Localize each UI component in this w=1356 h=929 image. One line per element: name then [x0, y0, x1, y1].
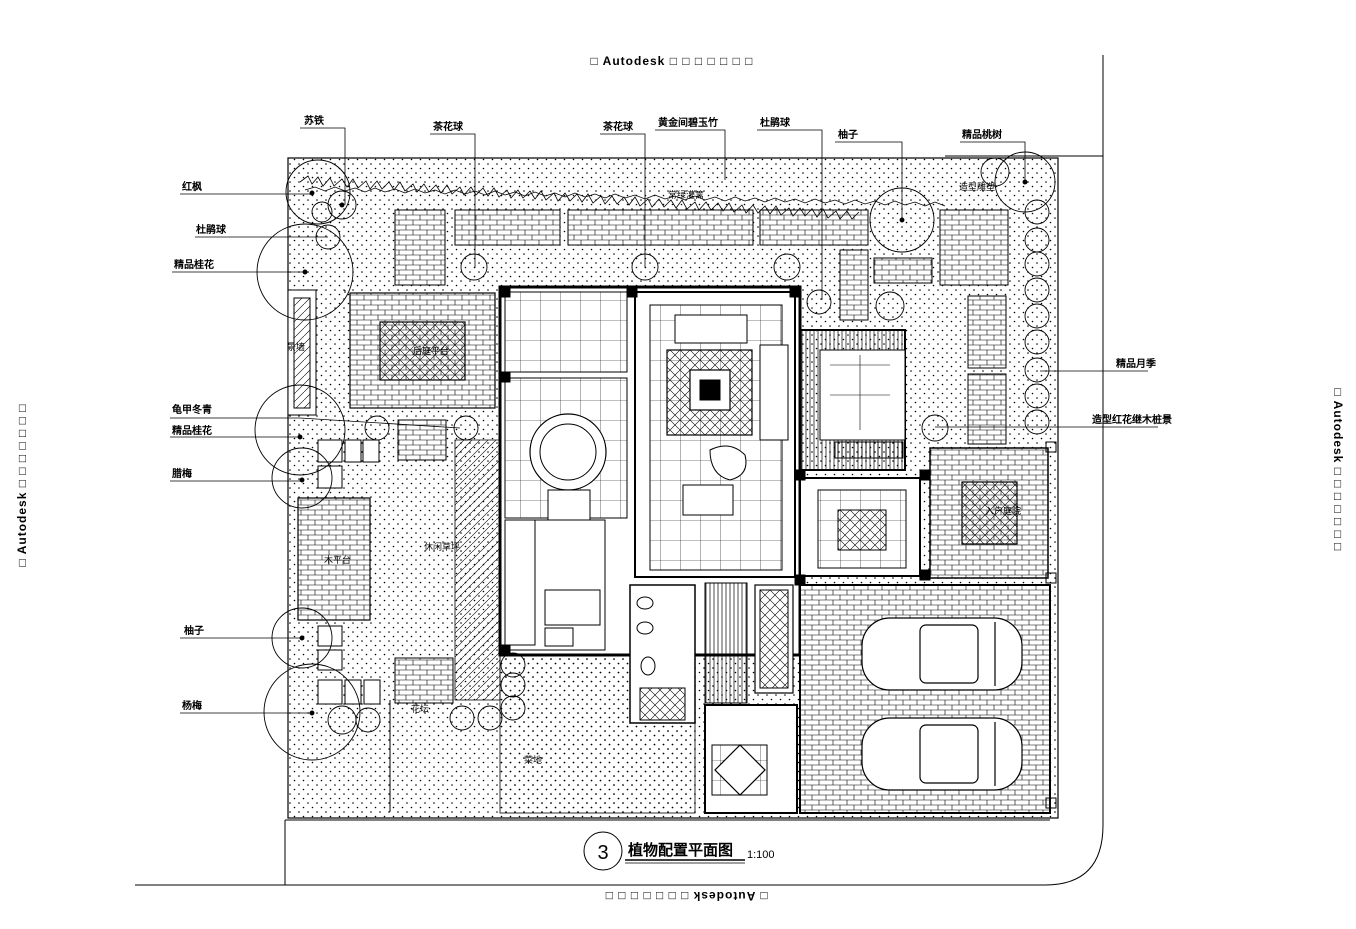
watermark-top: □ Autodesk □ □ □ □ □ □ □ [591, 54, 754, 68]
sheet-border [135, 55, 1104, 886]
title-scale: 1:100 [747, 849, 775, 861]
label-youzi-top: 柚子 [838, 128, 858, 141]
label-scenic-wall: 景墙 [287, 341, 305, 353]
label-flower-bed: 花坛 [411, 703, 429, 715]
label-leisure-lawn: 休闲草坪 [424, 541, 460, 553]
title-block: 3 植物配置平面图 1:100 [583, 831, 775, 871]
label-sutie: 苏铁 [304, 114, 324, 127]
watermark-left: □ Autodesk □ □ □ □ □ □ □ [15, 404, 29, 567]
label-taoshu: 精品桃树 [962, 128, 1002, 141]
label-dongqing: 龟甲冬青 [172, 403, 212, 416]
label-bamboo: 黄金间碧玉竹 [658, 116, 718, 129]
house-floor-plan [498, 285, 1057, 814]
label-guihua-2: 精品桂花 [172, 424, 212, 437]
tree-symbols [254, 151, 1056, 761]
label-dujuan-top: 杜鹃球 [760, 116, 791, 129]
label-lamei: 腊梅 [172, 467, 192, 480]
label-guihua-1: 精品桂花 [174, 258, 214, 271]
label-vegetable: 菜地 [524, 754, 542, 766]
label-wood-platform: 木平台 [324, 554, 351, 566]
label-sculpture: 造型雕塑 [959, 181, 995, 193]
title-text: 植物配置平面图 [628, 841, 733, 859]
watermark-bottom: □ Autodesk □ □ □ □ □ □ □ [605, 889, 768, 903]
label-rear-terrace: 后庭平台 [413, 345, 449, 357]
label-yueji: 精品月季 [1116, 357, 1157, 370]
hedge-row [299, 175, 946, 220]
label-hedge: 常绿灌篱 [668, 189, 704, 201]
label-hongfeng: 红枫 [182, 180, 202, 193]
label-chahua-1: 茶花球 [432, 120, 464, 133]
label-yangmei: 杨梅 [182, 699, 202, 712]
leader-lines [170, 127, 1158, 714]
label-dujuan-left: 杜鹃球 [196, 223, 227, 236]
label-jimu: 造型红花继木桩景 [1092, 413, 1172, 426]
label-entry-court: 入户庭院 [985, 505, 1021, 517]
watermark-right: □ Autodesk □ □ □ □ □ □ □ [1331, 389, 1345, 552]
label-youzi-left: 柚子 [184, 624, 204, 637]
parked-cars [861, 617, 1023, 791]
label-chahua-2: 茶花球 [602, 120, 634, 133]
title-number: 3 [597, 842, 608, 864]
